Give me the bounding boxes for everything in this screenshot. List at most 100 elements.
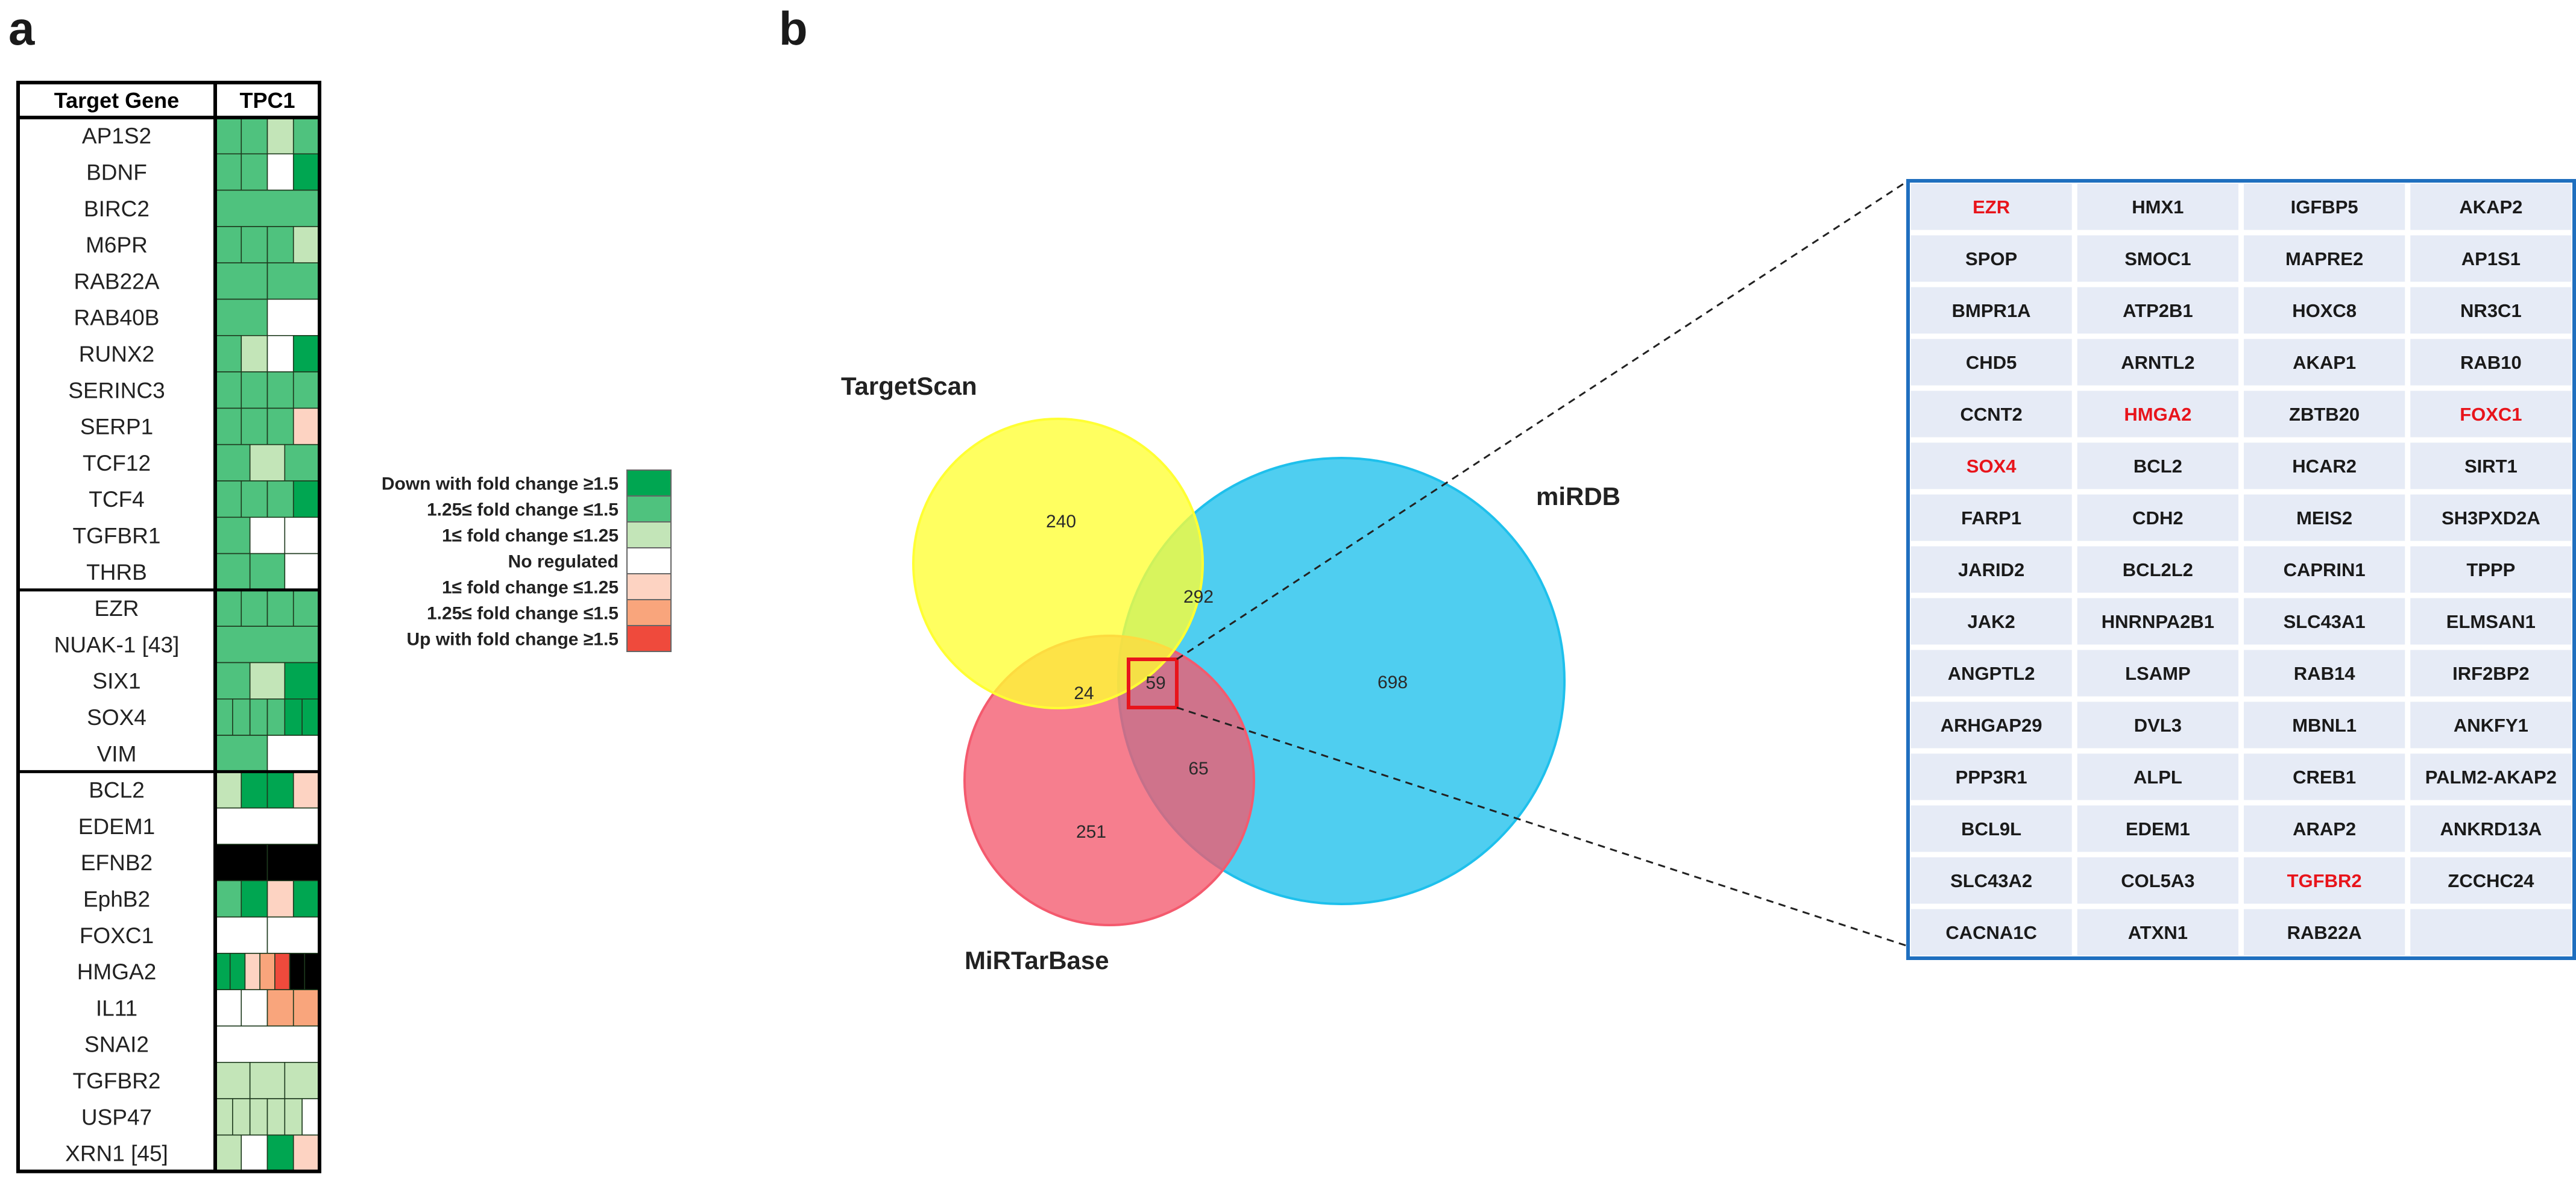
heatmap-cell bbox=[215, 553, 251, 591]
venn-count-all-three: 59 bbox=[1145, 673, 1165, 693]
heatmap-gene-label: SOX4 bbox=[87, 705, 146, 730]
gene-table-cell bbox=[2074, 595, 2241, 648]
gene-table-cell bbox=[2407, 906, 2575, 959]
gene-name: BCL2 bbox=[2134, 456, 2182, 477]
gene-table-cell bbox=[2074, 284, 2241, 337]
heatmap-cell bbox=[292, 480, 320, 518]
heatmap-cell bbox=[266, 117, 294, 155]
gene-table-cell bbox=[2407, 750, 2575, 803]
heatmap-cell bbox=[232, 1098, 251, 1136]
legend-swatch bbox=[626, 547, 672, 574]
heatmap-cell bbox=[266, 262, 320, 300]
gene-name: JARID2 bbox=[1958, 559, 2024, 580]
heatmap-header-gene: Target Gene bbox=[54, 88, 179, 113]
heatmap-cell bbox=[215, 589, 242, 627]
heatmap-cell bbox=[241, 989, 268, 1027]
venn-diagram: TargetScanmiRDBMiRTarBase240698251292246… bbox=[841, 372, 1620, 975]
gene-table-cell bbox=[2241, 698, 2408, 752]
heatmap-gene-label: M6PR bbox=[86, 233, 148, 257]
gene-name: RAB10 bbox=[2460, 352, 2522, 373]
heatmap-gene-label: TCF4 bbox=[89, 487, 145, 512]
heatmap-cell bbox=[304, 953, 320, 991]
heatmap-gene-label: EDEM1 bbox=[78, 814, 155, 839]
heatmap-cell bbox=[215, 117, 242, 155]
gene-table-cell bbox=[2074, 854, 2241, 907]
gene-table-cell bbox=[1907, 854, 2075, 907]
gene-name: ATXN1 bbox=[2128, 922, 2188, 943]
gene-name: SLC43A2 bbox=[1950, 870, 2032, 891]
heatmap-gene-label: EZR bbox=[95, 596, 139, 621]
gene-table-cell bbox=[2074, 750, 2241, 803]
gene-name: HMX1 bbox=[2132, 196, 2184, 218]
heatmap-cell bbox=[215, 662, 251, 700]
panel-label-a: a bbox=[8, 2, 35, 55]
gene-table-cell bbox=[2241, 336, 2408, 389]
gene-table-cell bbox=[1907, 439, 2075, 492]
heatmap-legend: Down with fold change ≥1.51.25≤ fold cha… bbox=[382, 469, 672, 652]
heatmap-cell bbox=[266, 916, 320, 954]
gene-name: IGFBP5 bbox=[2291, 196, 2358, 218]
legend-swatch bbox=[626, 469, 672, 497]
heatmap-cell bbox=[266, 880, 294, 918]
heatmap-cell bbox=[266, 334, 294, 372]
zoom-connector-lines bbox=[1176, 180, 1909, 947]
gene-name: SPOP bbox=[1965, 248, 2017, 269]
heatmap-cell bbox=[229, 953, 246, 991]
heatmap-cell bbox=[215, 735, 268, 773]
heatmap-cell bbox=[266, 589, 294, 627]
gene-name: ANKRD13A bbox=[2440, 818, 2542, 840]
heatmap-cell bbox=[266, 1098, 286, 1136]
heatmap-cell bbox=[241, 153, 268, 191]
heatmap-cell bbox=[215, 298, 268, 336]
legend-swatch bbox=[626, 625, 672, 652]
heatmap-gene-label: TCF12 bbox=[83, 451, 151, 476]
heatmap-cell bbox=[284, 516, 320, 554]
legend-label: No regulated bbox=[508, 552, 619, 572]
heatmap-header-sample: TPC1 bbox=[239, 88, 295, 113]
heatmap-cell bbox=[215, 953, 231, 991]
legend-label: 1.25≤ fold change ≤1.5 bbox=[427, 500, 619, 520]
gene-name: CAPRIN1 bbox=[2284, 559, 2366, 580]
heatmap-cell bbox=[241, 407, 268, 445]
heatmap-cell bbox=[215, 1098, 233, 1136]
legend-label: 1≤ fold change ≤1.25 bbox=[442, 578, 619, 598]
legend-label: Up with fold change ≥1.5 bbox=[407, 630, 619, 650]
heatmap-cell bbox=[289, 953, 306, 991]
gene-name: ALPL bbox=[2134, 767, 2182, 788]
heatmap-cell bbox=[274, 953, 291, 991]
gene-table-cell bbox=[2074, 232, 2241, 285]
gene-table-cell bbox=[2241, 906, 2408, 959]
heatmap-gene-label: USP47 bbox=[81, 1105, 152, 1129]
heatmap-cell bbox=[292, 153, 320, 191]
gene-table-cell bbox=[2407, 491, 2575, 544]
heatmap-cell bbox=[292, 226, 320, 263]
venn-count-targetscan-mirtarbase: 24 bbox=[1074, 683, 1094, 703]
heatmap-cell bbox=[284, 553, 320, 591]
gene-table-cell bbox=[2241, 543, 2408, 596]
heatmap-gene-label: NUAK-1 [43] bbox=[54, 632, 180, 657]
heatmap-cell bbox=[215, 1025, 320, 1063]
heatmap-cell bbox=[215, 1062, 251, 1099]
heatmap-cell bbox=[266, 989, 294, 1027]
heatmap-gene-label: VIM bbox=[97, 741, 137, 766]
heatmap-gene-label: AP1S2 bbox=[82, 124, 151, 148]
gene-name: TPPP bbox=[2466, 559, 2515, 580]
gene-table-border bbox=[1906, 179, 2576, 960]
gene-name: SLC43A1 bbox=[2284, 611, 2366, 632]
heatmap-cell bbox=[215, 153, 242, 191]
gene-table-cell bbox=[1907, 802, 2075, 855]
gene-name: EDEM1 bbox=[2126, 818, 2190, 840]
heatmap-gene-label: HMGA2 bbox=[77, 959, 157, 984]
heatmap-cell bbox=[215, 698, 233, 736]
heatmap-gene-label: BCL2 bbox=[89, 778, 145, 803]
gene-table-cell bbox=[2074, 647, 2241, 700]
gene-name: BCL9L bbox=[1961, 818, 2021, 840]
gene-name: MEIS2 bbox=[2296, 507, 2352, 529]
gene-name: MAPRE2 bbox=[2285, 248, 2363, 269]
heatmap-cell bbox=[292, 371, 320, 409]
gene-table-cell bbox=[2241, 647, 2408, 700]
gene-table-cell bbox=[2241, 232, 2408, 285]
gene-name: IRF2BP2 bbox=[2452, 663, 2529, 684]
